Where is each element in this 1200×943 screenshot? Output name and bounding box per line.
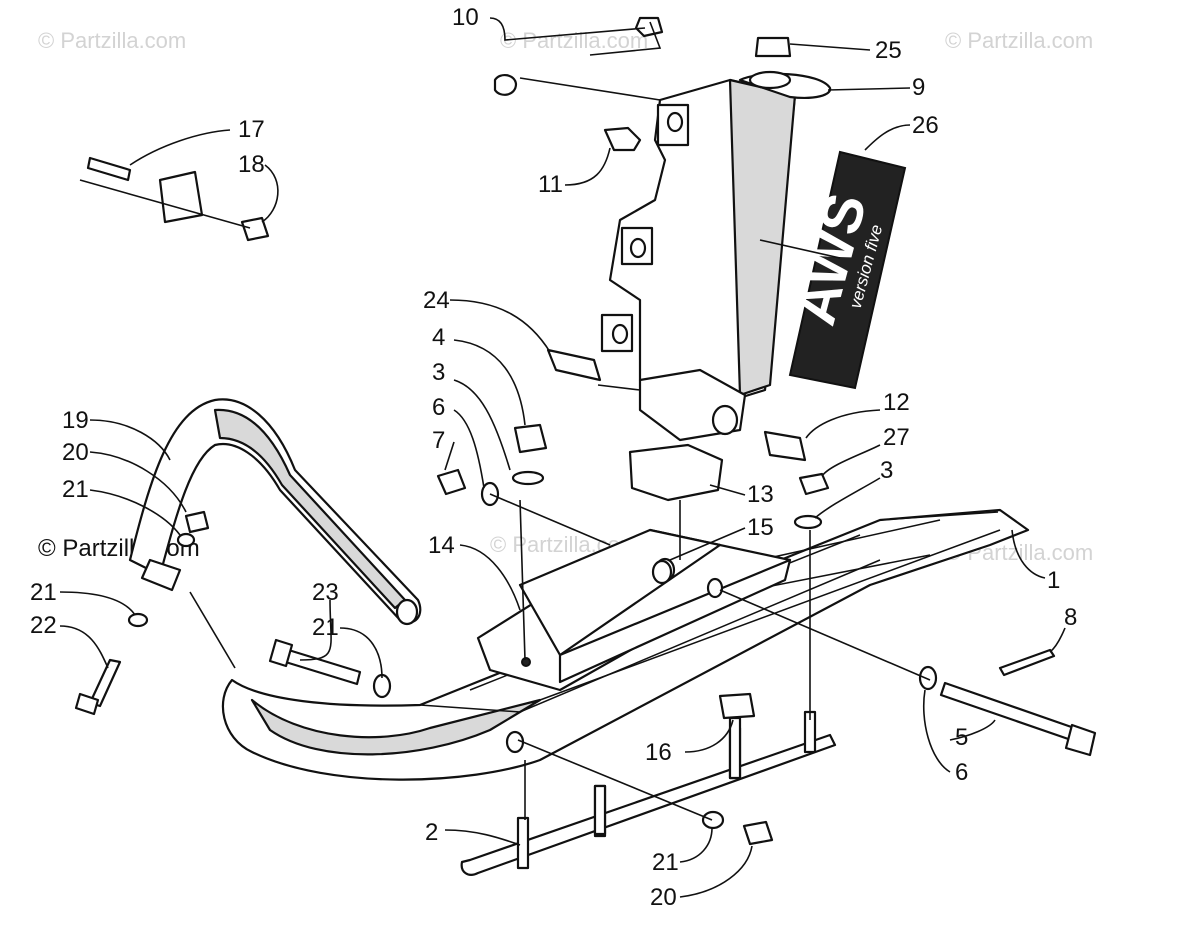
callout-21d: 21 [652, 849, 679, 876]
callout-16: 16 [645, 739, 672, 766]
callout-25: 25 [875, 37, 902, 64]
leader-lines [59, 17, 1066, 898]
callout-6: 6 [432, 394, 445, 421]
callout-9: 9 [912, 74, 925, 101]
callout-6b: 6 [955, 759, 968, 786]
callout-18: 18 [238, 151, 265, 178]
callout-26: 26 [912, 112, 939, 139]
watermark: © Partzilla.com [38, 28, 186, 53]
callout-11: 11 [538, 171, 563, 198]
callout-21c: 21 [312, 614, 339, 641]
callout-13: 13 [747, 481, 774, 508]
callout-24: 24 [423, 287, 450, 314]
callout-5: 5 [955, 724, 968, 751]
callout-15: 15 [747, 514, 774, 541]
hardware [74, 16, 1097, 846]
aws-decal: AWS version five [782, 150, 907, 390]
watermark-dark: © Partzilla.com [38, 535, 200, 562]
callout-21: 21 [62, 476, 89, 503]
watermark: © Partzilla.com [945, 28, 1093, 53]
callout-12: 12 [883, 389, 910, 416]
callout-10: 10 [452, 4, 479, 31]
callout-21b: 21 [30, 579, 57, 606]
spindle-column [600, 70, 832, 442]
callout-19: 19 [62, 407, 89, 434]
callout-8: 8 [1064, 604, 1077, 631]
callout-20b: 20 [650, 884, 677, 911]
callout-1: 1 [1047, 567, 1060, 594]
ski-loop [128, 398, 422, 626]
callout-3b: 3 [880, 457, 893, 484]
callout-22: 22 [30, 612, 57, 639]
callout-14: 14 [428, 532, 455, 559]
callout-4: 4 [432, 324, 445, 351]
callout-2: 2 [425, 819, 438, 846]
callout-23: 23 [312, 579, 339, 606]
ski-saddle [476, 528, 792, 692]
watermark: © Partzilla.com [500, 28, 648, 53]
callout-27: 27 [883, 424, 910, 451]
callout-labels: 1 2 3 3 4 5 6 6 7 8 9 10 11 12 13 14 15 … [30, 4, 1077, 911]
callout-7: 7 [432, 427, 445, 454]
callout-20: 20 [62, 439, 89, 466]
callout-3: 3 [432, 359, 445, 386]
callout-17: 17 [238, 116, 265, 143]
